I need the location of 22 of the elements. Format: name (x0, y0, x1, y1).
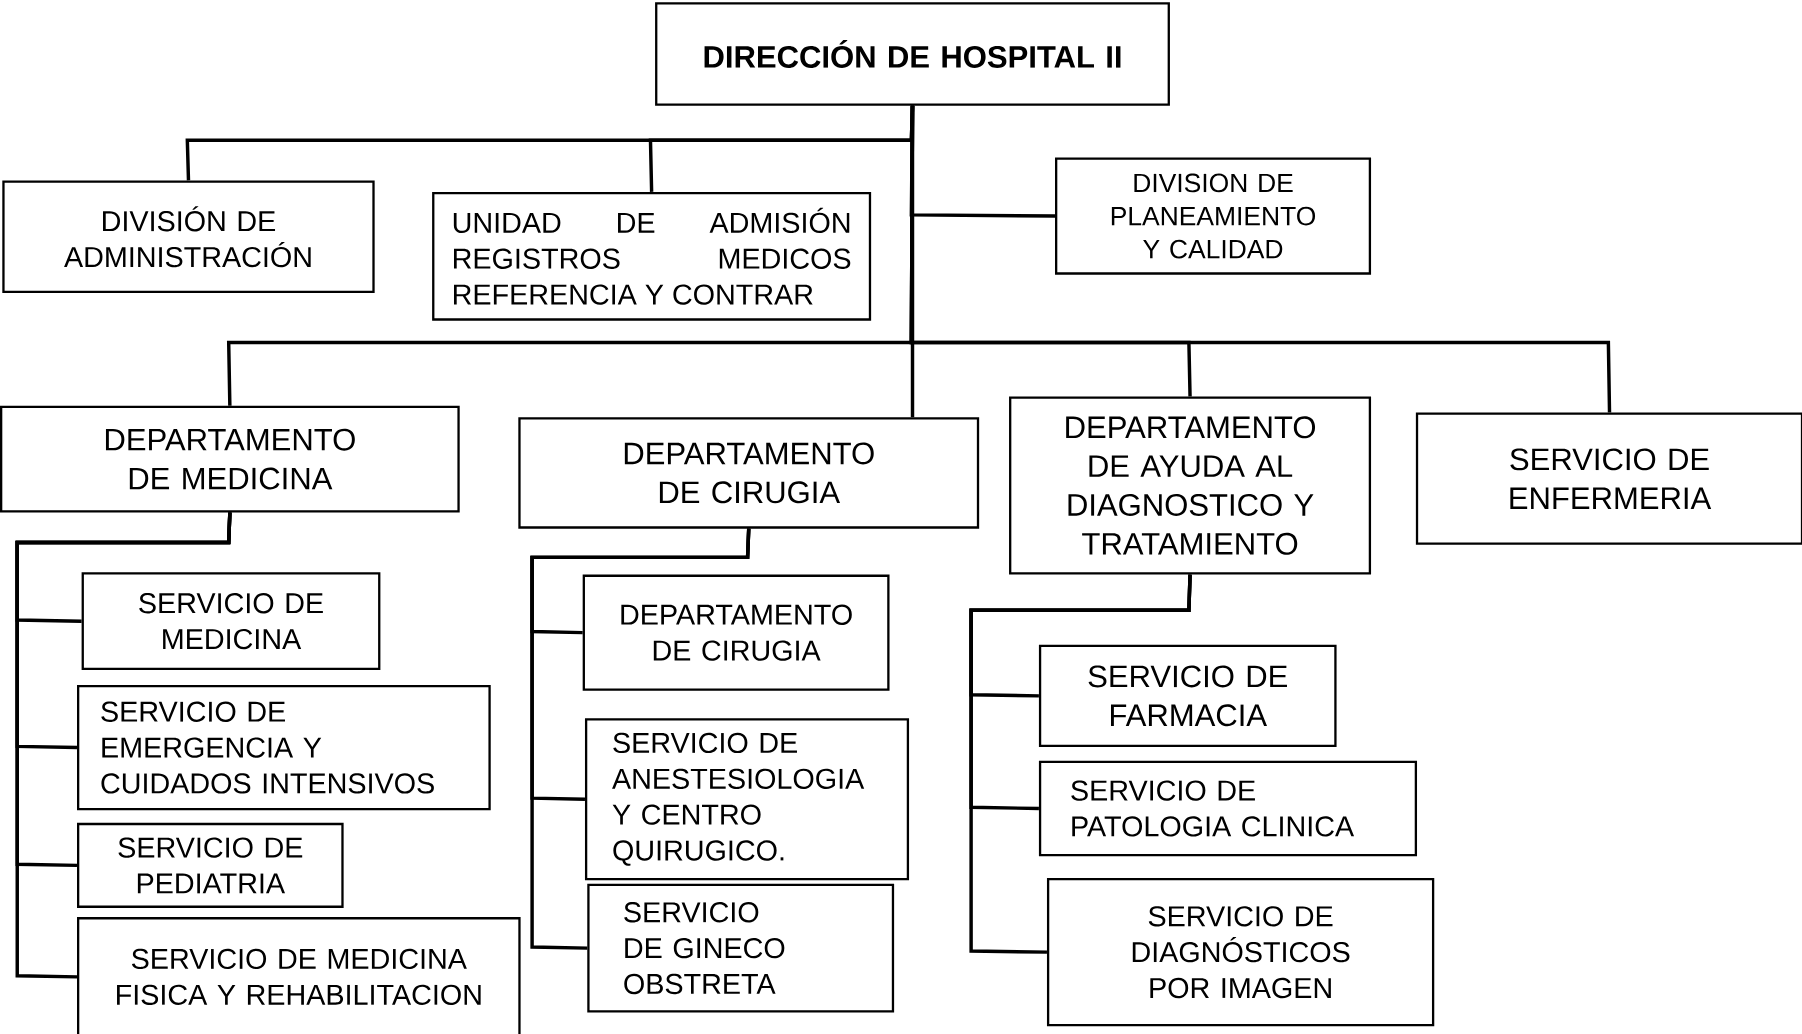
org-box: DEPARTAMENTO DE CIRUGIA (518, 417, 980, 529)
org-box: DEPARTAMENTO DE CIRUGIA (582, 574, 890, 691)
org-box: SERVICIO DE EMERGENCIA Y CUIDADOS INTENSIVOS (77, 684, 491, 811)
org-box: SERVICIO DE PEDIATRIA (77, 822, 344, 908)
org-box: DEPARTAMENTO DE MEDICINA (0, 405, 460, 513)
connector-line (15, 512, 232, 979)
org-box: DIVISIÓN DE ADMINISTRACIÓN (2, 180, 375, 293)
org-box: DIVISION DE PLANEAMIENTO Y CALIDAD (1055, 157, 1372, 275)
org-box: SERVICIO DE ANESTESIOLOGIA Y CENTRO QUIRUGICO. (584, 718, 910, 881)
org-box: SERVICIO DE ENFERMERIA (1415, 412, 1802, 545)
org-box: SERVICIO DE FARMACIA (1038, 644, 1337, 747)
connector-line (969, 574, 1192, 954)
org-box: DEPARTAMENTO DE AYUDA AL DIAGNOSTICO Y TRATAMIENTO (1009, 396, 1372, 575)
org-box: SERVICIO DE PATOLOGIA CLINICA (1038, 760, 1418, 856)
org-box: SERVICIO DE MEDICINA FISICA Y REHABILITACION (77, 916, 521, 1034)
org-box: UNIDAD DE ADMISIÓN REGISTROS MEDICOS REFERENCIA Y CONTRAR (432, 191, 872, 321)
org-box: DIRECCIÓN DE HOSPITAL II (655, 2, 1170, 106)
org-box: SERVICIO DE DIAGNÓSTICOS POR IMAGEN (1046, 877, 1435, 1027)
connector-line (530, 528, 751, 950)
org-box: SERVICIO DE GINECO OBSTRETA (587, 883, 895, 1013)
connector-line (909, 105, 1612, 413)
org-box: SERVICIO DE MEDICINA (81, 572, 381, 670)
